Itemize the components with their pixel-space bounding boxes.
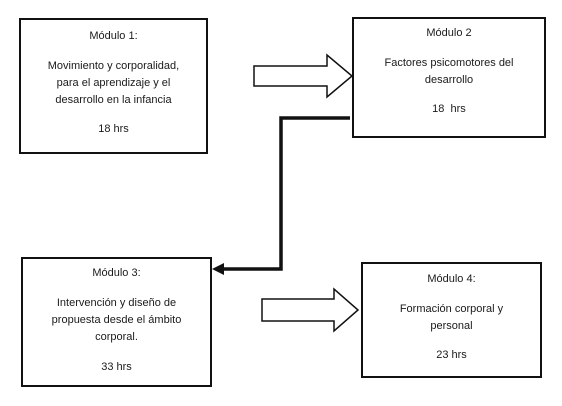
module-1-title: Módulo 1: xyxy=(89,30,138,42)
module-1-description: Movimiento y corporalidad, para el apren… xyxy=(21,58,206,109)
module-2-description: Factores psicomotores del desarrollo xyxy=(354,55,544,89)
block-arrow-module-1-to-2 xyxy=(253,53,354,99)
module-1-description-line: desarrollo en la infancia xyxy=(55,94,172,106)
module-2-title: Módulo 2 xyxy=(426,27,472,39)
module-3-description-line: Intervención y diseño de xyxy=(56,297,177,309)
elbow-connector-module-2-to-3 xyxy=(222,116,350,271)
module-1-hours: 18 hrs xyxy=(98,123,129,135)
module-1-description-line: Movimiento y corporalidad, xyxy=(47,60,180,72)
module-3-box: Módulo 3: Intervención y diseño de propu… xyxy=(21,257,212,387)
module-4-title: Módulo 4: xyxy=(427,273,476,285)
module-3-title: Módulo 3: xyxy=(92,267,141,279)
module-4-box: Módulo 4: Formación corporal y personal … xyxy=(361,262,542,378)
module-4-description: Formación corporal y personal xyxy=(363,301,540,335)
elbow-arrowhead-icon xyxy=(212,263,224,275)
module-4-description-line: Formación corporal y xyxy=(399,303,504,315)
module-1-box: Módulo 1: Movimiento y corporalidad, par… xyxy=(19,18,208,154)
module-1-description-line: para el aprendizaje y el xyxy=(56,77,171,89)
module-4-description-line: personal xyxy=(430,320,473,332)
module-3-description-line: propuesta desde el ámbito xyxy=(51,314,182,326)
module-3-description: Intervención y diseño de propuesta desde… xyxy=(23,295,210,346)
module-2-description-line: desarrollo xyxy=(424,74,474,86)
module-3-hours: 33 hrs xyxy=(101,361,132,373)
module-4-hours: 23 hrs xyxy=(436,349,467,361)
module-2-box: Módulo 2 Factores psicomotores del desar… xyxy=(352,17,546,138)
module-2-hours: 18 hrs xyxy=(432,103,466,115)
module-3-description-line: corporal. xyxy=(95,331,138,343)
module-2-description-line: Factores psicomotores del xyxy=(384,57,514,69)
block-arrow-module-3-to-4 xyxy=(261,287,360,333)
